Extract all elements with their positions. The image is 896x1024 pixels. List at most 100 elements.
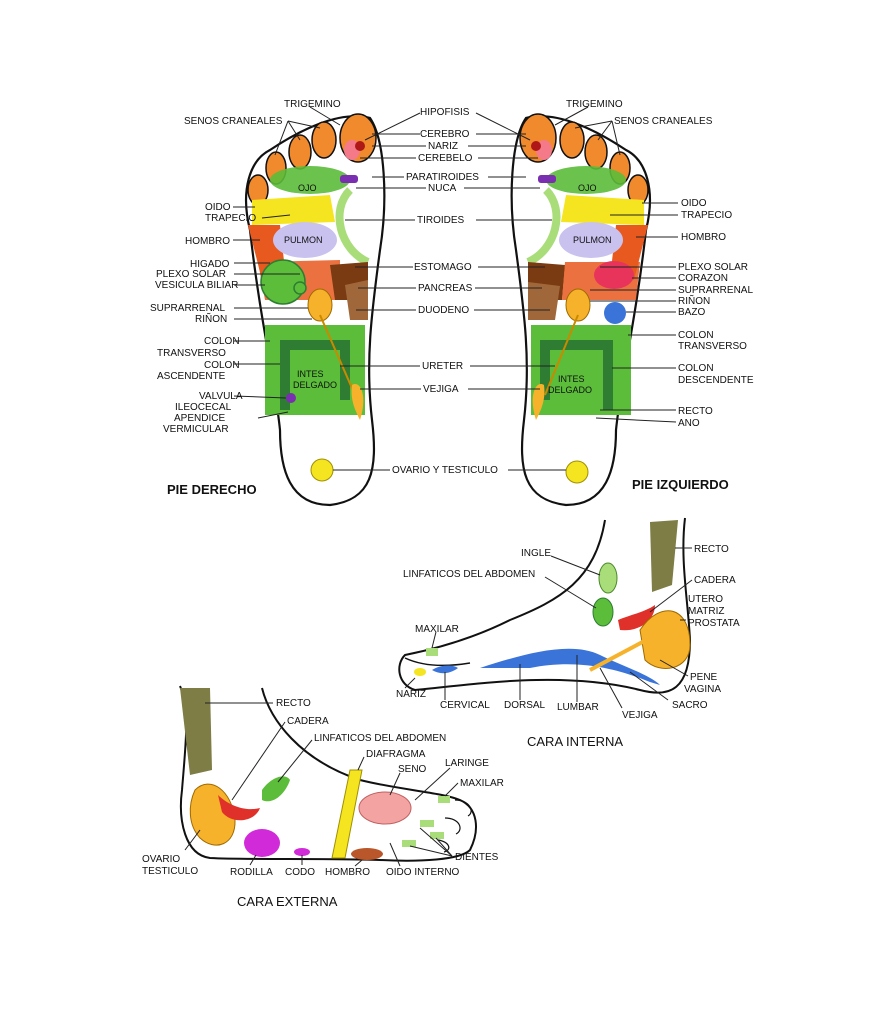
left-ureter	[544, 314, 579, 396]
right-vesicula-inner	[293, 281, 307, 295]
right-label-trigemino: TRIGEMINO	[284, 99, 341, 110]
inner-nariz	[414, 668, 426, 676]
inner-label-recto: RECTO	[694, 544, 729, 555]
right-ovario	[310, 458, 334, 482]
outer-label-codo: CODO	[285, 867, 315, 878]
inner-view-title: CARA INTERNA	[527, 734, 623, 749]
right-label-valvula-1: VALVULA	[199, 391, 243, 402]
outer-view-title: CARA EXTERNA	[237, 894, 338, 909]
left-toe-3	[584, 134, 608, 170]
left-foot-labels: TRIGEMINO SENOS CRANEALES OIDO TRAPECIO …	[554, 99, 754, 492]
right-label-colon-a2: ASCENDENTE	[157, 371, 226, 382]
outer-view: RECTO CADERA LINFATICOS DEL ABDOMEN DIAF…	[142, 685, 504, 909]
label-paratiroides: PARATIROIDES	[406, 172, 479, 183]
right-foot-title: PIE DERECHO	[167, 482, 257, 497]
right-label-suprarrenal: SUPRARRENAL	[150, 303, 225, 314]
left-foot: OJO PULMON INTES DELGADO	[510, 113, 651, 507]
outer-label-rodilla: RODILLA	[230, 867, 273, 878]
outer-toe-3	[402, 840, 416, 847]
left-bazo	[604, 302, 626, 324]
outer-label-testiculo: TESTICULO	[142, 866, 198, 877]
inner-recto-band	[650, 520, 678, 592]
left-label-corazon: CORAZON	[678, 273, 728, 284]
outer-label-linfaticos: LINFATICOS DEL ABDOMEN	[314, 733, 446, 744]
right-cerebro-dot	[355, 141, 365, 151]
right-label-apendice-2: VERMICULAR	[163, 424, 229, 435]
left-label-recto: RECTO	[678, 406, 713, 417]
right-foot: OJO PULMON INTES DELGADO	[245, 113, 386, 507]
right-label-valvula-2: ILEOCECAL	[175, 402, 232, 413]
label-cerebro: CEREBRO	[420, 129, 470, 140]
inner-label-prostata: PROSTATA	[688, 618, 740, 629]
outer-codo	[294, 848, 310, 856]
outer-ovario	[189, 783, 236, 846]
right-intes-text-2: DELGADO	[293, 380, 337, 390]
left-label-bazo: BAZO	[678, 307, 705, 318]
outer-seno	[358, 791, 412, 825]
label-tiroides: TIROIDES	[417, 215, 465, 226]
inner-spine-cervical	[432, 665, 458, 674]
outer-hombro	[351, 848, 383, 860]
right-label-trapecio: TRAPECIO	[205, 213, 256, 224]
label-estomago: ESTOMAGO	[414, 262, 472, 273]
right-vejiga	[351, 384, 364, 420]
left-tiroides-curve	[526, 187, 561, 266]
right-label-rinon: RIÑON	[195, 312, 227, 325]
inner-prostata	[639, 610, 691, 669]
left-label-plexo: PLEXO SOLAR	[678, 262, 748, 273]
left-corazon	[594, 261, 634, 289]
right-pulmon-zone	[273, 222, 337, 258]
inner-label-matriz: MATRIZ	[688, 606, 724, 617]
left-intes-text-2: DELGADO	[548, 385, 592, 395]
left-toe-sinus-band	[546, 166, 626, 194]
left-trapecio-zone	[561, 195, 644, 225]
label-cerebelo: CEREBELO	[418, 153, 473, 164]
inner-spine	[480, 648, 660, 685]
left-colon-loop	[540, 340, 613, 410]
left-label-trapecio: TRAPECIO	[681, 210, 732, 221]
left-pulmon-zone	[559, 222, 623, 258]
outer-label-hombro: HOMBRO	[325, 867, 370, 878]
inner-sole-line	[404, 657, 471, 667]
outer-label-maxilar: MAXILAR	[460, 778, 504, 789]
right-label-apendice-1: APENDICE	[174, 413, 225, 424]
left-ojo-text: OJO	[578, 183, 597, 193]
inner-label-vagina: VAGINA	[684, 684, 721, 695]
left-ovario	[565, 460, 589, 484]
label-pancreas: PANCREAS	[418, 283, 473, 294]
label-vejiga: VEJIGA	[423, 384, 459, 395]
right-toe-2	[311, 121, 337, 159]
left-label-colon-d2: DESCENDENTE	[678, 375, 754, 386]
inner-maxilar	[426, 648, 438, 656]
outer-label-ovario: OVARIO	[142, 854, 180, 865]
left-cerebro-dot	[531, 141, 541, 151]
outer-maxilar-1	[438, 796, 450, 803]
right-valvula	[286, 393, 296, 403]
inner-label-nariz: NARIZ	[396, 689, 426, 700]
label-ovario-testiculo: OVARIO Y TESTICULO	[392, 465, 498, 476]
inner-linfaticos	[592, 597, 614, 627]
inner-view: INGLE LINFATICOS DEL ABDOMEN RECTO CADER…	[396, 517, 740, 749]
left-toe-2	[559, 121, 585, 159]
label-duodeno: DUODENO	[418, 305, 469, 316]
inner-label-dorsal: DORSAL	[504, 700, 546, 711]
right-label-senos: SENOS CRANEALES	[184, 116, 283, 127]
outer-recto-band	[180, 688, 212, 775]
outer-toe-nails	[437, 799, 472, 853]
left-suprarrenal	[565, 288, 591, 322]
left-intes-text-1: INTES	[558, 374, 585, 384]
right-ureter	[319, 314, 356, 396]
left-label-colon-t2: TRANSVERSO	[678, 341, 747, 352]
right-intes-text-1: INTES	[297, 369, 324, 379]
right-label-hombro: HOMBRO	[185, 236, 230, 247]
label-nariz: NARIZ	[428, 141, 458, 152]
left-pulmon-text: PULMON	[573, 235, 612, 245]
center-labels: HIPOFISIS CEREBRO NARIZ CEREBELO PARATIR…	[333, 107, 566, 476]
right-cerebelo	[340, 175, 358, 183]
outer-diafragma	[331, 769, 363, 859]
left-label-trigemino: TRIGEMINO	[566, 99, 623, 110]
outer-label-laringe: LARINGE	[445, 758, 489, 769]
left-cerebelo	[538, 175, 556, 183]
outer-toe-2	[430, 832, 444, 839]
